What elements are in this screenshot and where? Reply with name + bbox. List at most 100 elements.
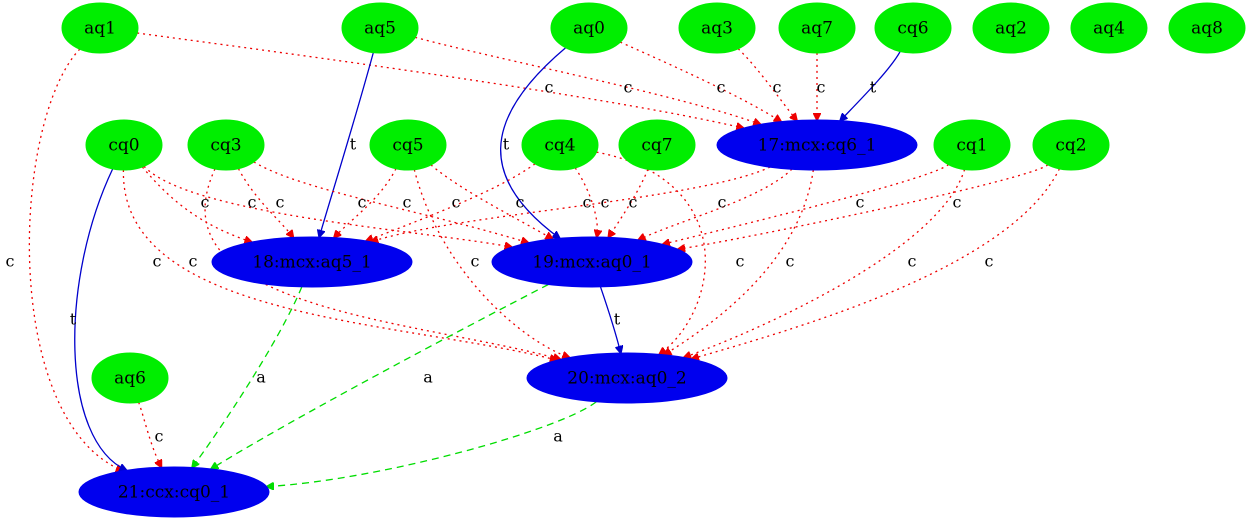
edge-label-g17-to-g18: c <box>583 193 592 212</box>
edge-g20-to-g21 <box>267 401 597 487</box>
edge-cq6-to-g17 <box>840 51 901 121</box>
node-cq4-label: cq4 <box>544 136 575 156</box>
node-cq6: cq6 <box>874 2 952 54</box>
node-aq1: aq1 <box>61 2 139 54</box>
edge-cq1-to-g20 <box>684 169 966 358</box>
edge-cq2-to-g20 <box>692 168 1060 359</box>
node-aq1-shape <box>61 2 139 54</box>
edge-g17-to-g19 <box>638 168 793 240</box>
node-cq5: cq5 <box>369 119 447 171</box>
edge-aq5-to-g18 <box>319 52 374 237</box>
node-cq3-shape <box>187 119 265 171</box>
edge-label-aq0-to-g17: c <box>717 78 726 97</box>
node-aq5-shape <box>341 2 419 54</box>
edge-label-aq0-to-g19: t <box>503 135 510 154</box>
node-g17-label: 17:mcx:cq6_1 <box>758 136 877 156</box>
edge-label-g18-to-g21: a <box>256 368 266 387</box>
edge-label-aq7-to-g17: c <box>817 78 826 97</box>
node-cq3: cq3 <box>187 119 265 171</box>
edge-label-aq5-to-g17: c <box>624 78 633 97</box>
node-g20: 20:mcx:aq0_2 <box>526 352 728 404</box>
edge-label-g19-to-g21: a <box>423 368 433 387</box>
edge-label-g17-to-g19: c <box>718 193 727 212</box>
edge-aq1-to-g17 <box>137 32 743 128</box>
edge-label-cq1-to-g19: c <box>856 193 865 212</box>
edge-label-g20-to-g21: a <box>553 427 563 446</box>
node-aq6: aq6 <box>91 352 169 404</box>
edge-cq1-to-g19 <box>663 164 949 245</box>
node-g19: 19:mcx:aq0_1 <box>491 236 693 288</box>
node-aq4: aq4 <box>1070 2 1148 54</box>
edge-label-cq5-to-g19: c <box>516 193 525 212</box>
edge-cq3-to-g19 <box>253 161 528 243</box>
edge-label-aq3-to-g17: c <box>773 78 782 97</box>
node-g20-shape <box>526 352 728 404</box>
edge-label-g17-to-g20: c <box>786 252 795 271</box>
edge-label-cq3-to-g19: c <box>403 193 412 212</box>
edge-cq3-to-g18 <box>237 168 293 238</box>
edge-g17-to-g18 <box>371 166 771 242</box>
node-aq0-label: aq0 <box>573 19 605 39</box>
edge-cq4-to-g18 <box>366 163 536 241</box>
edge-cq0-to-g21 <box>74 168 127 470</box>
edge-label-cq0-to-g19: c <box>248 193 257 212</box>
node-aq8: aq8 <box>1168 2 1246 54</box>
node-aq8-label: aq8 <box>1191 19 1223 39</box>
node-g20-label: 20:mcx:aq0_2 <box>567 369 686 389</box>
edge-cq0-to-g20 <box>122 169 557 360</box>
edges-layer <box>28 32 1060 487</box>
edge-label-aq6-to-g21: c <box>155 427 164 446</box>
node-aq4-shape <box>1070 2 1148 54</box>
node-aq5-label: aq5 <box>364 19 396 39</box>
edge-label-cq0-to-g18: c <box>201 193 210 212</box>
node-cq1: cq1 <box>933 119 1011 171</box>
node-cq4: cq4 <box>521 119 599 171</box>
node-aq2-label: aq2 <box>995 19 1027 39</box>
edge-g18-to-g21 <box>192 286 303 468</box>
node-g19-shape <box>491 236 693 288</box>
edge-g19-to-g20 <box>599 286 621 353</box>
edge-cq2-to-g19 <box>678 164 1049 249</box>
edge-cq5-to-g20 <box>413 169 569 358</box>
edge-label-cq4-to-g20: c <box>736 252 745 271</box>
node-aq1-label: aq1 <box>84 19 116 39</box>
edge-label-cq5-to-g20: c <box>471 252 480 271</box>
node-cq6-shape <box>874 2 952 54</box>
node-aq7: aq7 <box>778 2 856 54</box>
node-g21-label: 21:ccx:cq0_1 <box>118 483 230 503</box>
node-cq5-shape <box>369 119 447 171</box>
edge-label-cq6-to-g17: t <box>870 78 877 97</box>
edge-aq6-to-g21 <box>138 402 162 467</box>
node-cq0-label: cq0 <box>108 136 139 156</box>
edge-label-aq1-to-g21: c <box>6 252 15 271</box>
edge-label-cq0-to-g20: c <box>153 252 162 271</box>
node-cq2: cq2 <box>1032 119 1110 171</box>
node-aq0: aq0 <box>550 2 628 54</box>
node-cq5-label: cq5 <box>392 136 423 156</box>
node-cq2-shape <box>1032 119 1110 171</box>
edge-label-aq5-to-g18: t <box>350 135 357 154</box>
edge-label-cq2-to-g19: c <box>953 193 962 212</box>
node-aq2-shape <box>972 2 1050 54</box>
node-aq8-shape <box>1168 2 1246 54</box>
edge-label-cq3-to-g18: c <box>276 193 285 212</box>
node-aq7-shape <box>778 2 856 54</box>
edge-label-cq1-to-g20: c <box>908 252 917 271</box>
node-cq7-shape <box>618 119 696 171</box>
edge-cq3-to-g20 <box>204 168 560 359</box>
node-aq2: aq2 <box>972 2 1050 54</box>
node-cq2-label: cq2 <box>1055 136 1086 156</box>
edge-label-cq7-to-g19: c <box>629 193 638 212</box>
edge-label-cq0-to-g21: t <box>70 310 77 329</box>
node-aq0-shape <box>550 2 628 54</box>
node-cq1-shape <box>933 119 1011 171</box>
edge-label-cq5-to-g18: c <box>358 193 367 212</box>
node-g17-shape <box>716 119 918 171</box>
node-aq3-label: aq3 <box>701 19 733 39</box>
node-g18: 18:mcx:aq5_1 <box>211 236 413 288</box>
edge-aq1-to-g21 <box>28 48 123 471</box>
edge-cq5-to-g19 <box>430 164 553 239</box>
edge-cq7-to-g19 <box>608 169 649 237</box>
